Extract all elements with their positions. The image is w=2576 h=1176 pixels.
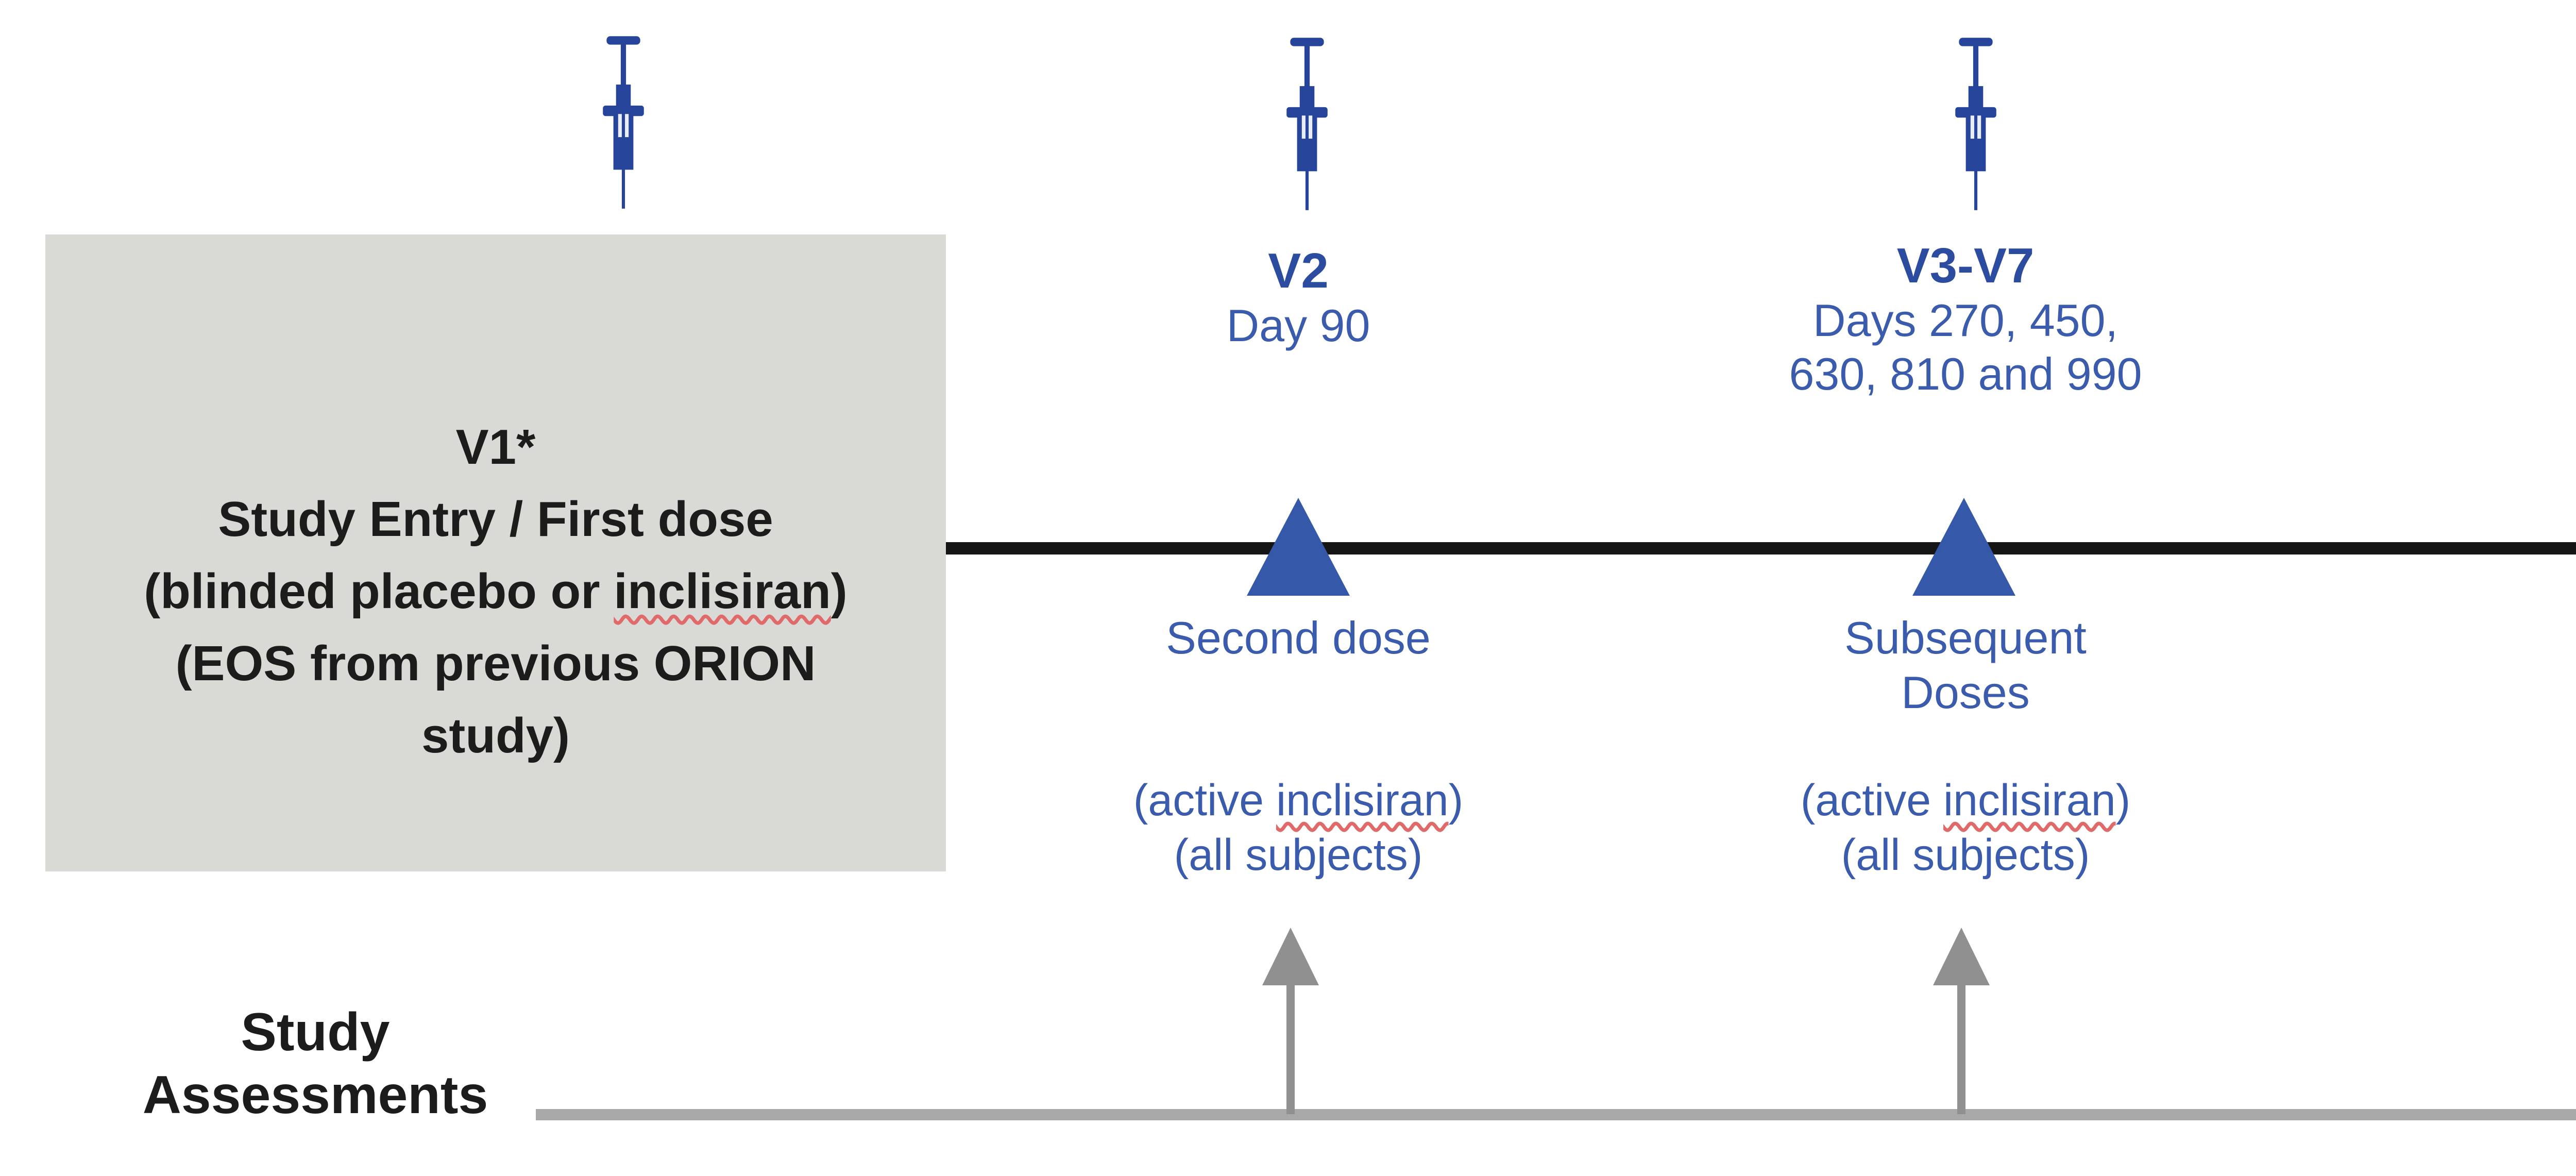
v3v7-note-line2: (all subjects) [1841, 830, 2090, 880]
study-assessments-label: Study Assessments [142, 1002, 488, 1125]
inclisiran-word: inclisiran [1943, 776, 2116, 825]
v3v7-days-line1: Days 270, 450, [1813, 295, 2118, 346]
v3v7-days-line2: 630, 810 and 990 [1789, 348, 2142, 399]
v1-line3: (blinded placebo or inclisiran) [144, 564, 848, 619]
v1-line4: (EOS from previous ORION [175, 636, 816, 691]
v3v7-note: (active inclisiran) (all subjects) [1656, 773, 2275, 882]
v1-study-entry-box: V1* Study Entry / First dose (blinded pl… [45, 234, 946, 871]
assessments-line [536, 1109, 2576, 1120]
assessment-arrow-icon [1933, 928, 1990, 985]
v2-dose-label: Second dose [1166, 612, 1431, 663]
syringe-icon [603, 36, 644, 209]
v1-title: V1* [455, 419, 536, 475]
timeline-line [946, 542, 2576, 555]
v1-line2: Study Entry / First dose [218, 492, 773, 547]
v2-day: Day 90 [1226, 300, 1370, 351]
v3v7-label: V3-V7 Days 270, 450, 630, 810 and 990 [1682, 238, 2249, 401]
assessment-arrow-icon [1262, 928, 1319, 985]
v2-note-line2: (all subjects) [1174, 830, 1423, 880]
v1-line5: study) [421, 708, 570, 763]
v3v7-visit: V3-V7 [1896, 238, 2035, 293]
dose-triangle-icon [1912, 498, 2015, 596]
syringe-icon [1955, 38, 1996, 210]
v1-box-text: V1* Study Entry / First dose (blinded pl… [45, 411, 946, 772]
v3v7-note-line1: (active inclisiran) [1800, 776, 2131, 825]
v2-note-line1: (active inclisiran) [1133, 776, 1464, 825]
assessment-arrow-stem [1957, 979, 1965, 1114]
inclisiran-word: inclisiran [614, 564, 831, 619]
syringe-icon [1286, 38, 1328, 210]
v2-visit: V2 [1268, 243, 1329, 298]
v2-note: (active inclisiran) (all subjects) [989, 773, 1607, 882]
v2-label: V2 Day 90 [1066, 243, 1530, 352]
inclisiran-word: inclisiran [1276, 776, 1449, 825]
v3v7-dose-label: Subsequent Doses [1844, 612, 2087, 718]
dose-triangle-icon [1247, 498, 1350, 596]
assessment-arrow-stem [1286, 979, 1295, 1114]
